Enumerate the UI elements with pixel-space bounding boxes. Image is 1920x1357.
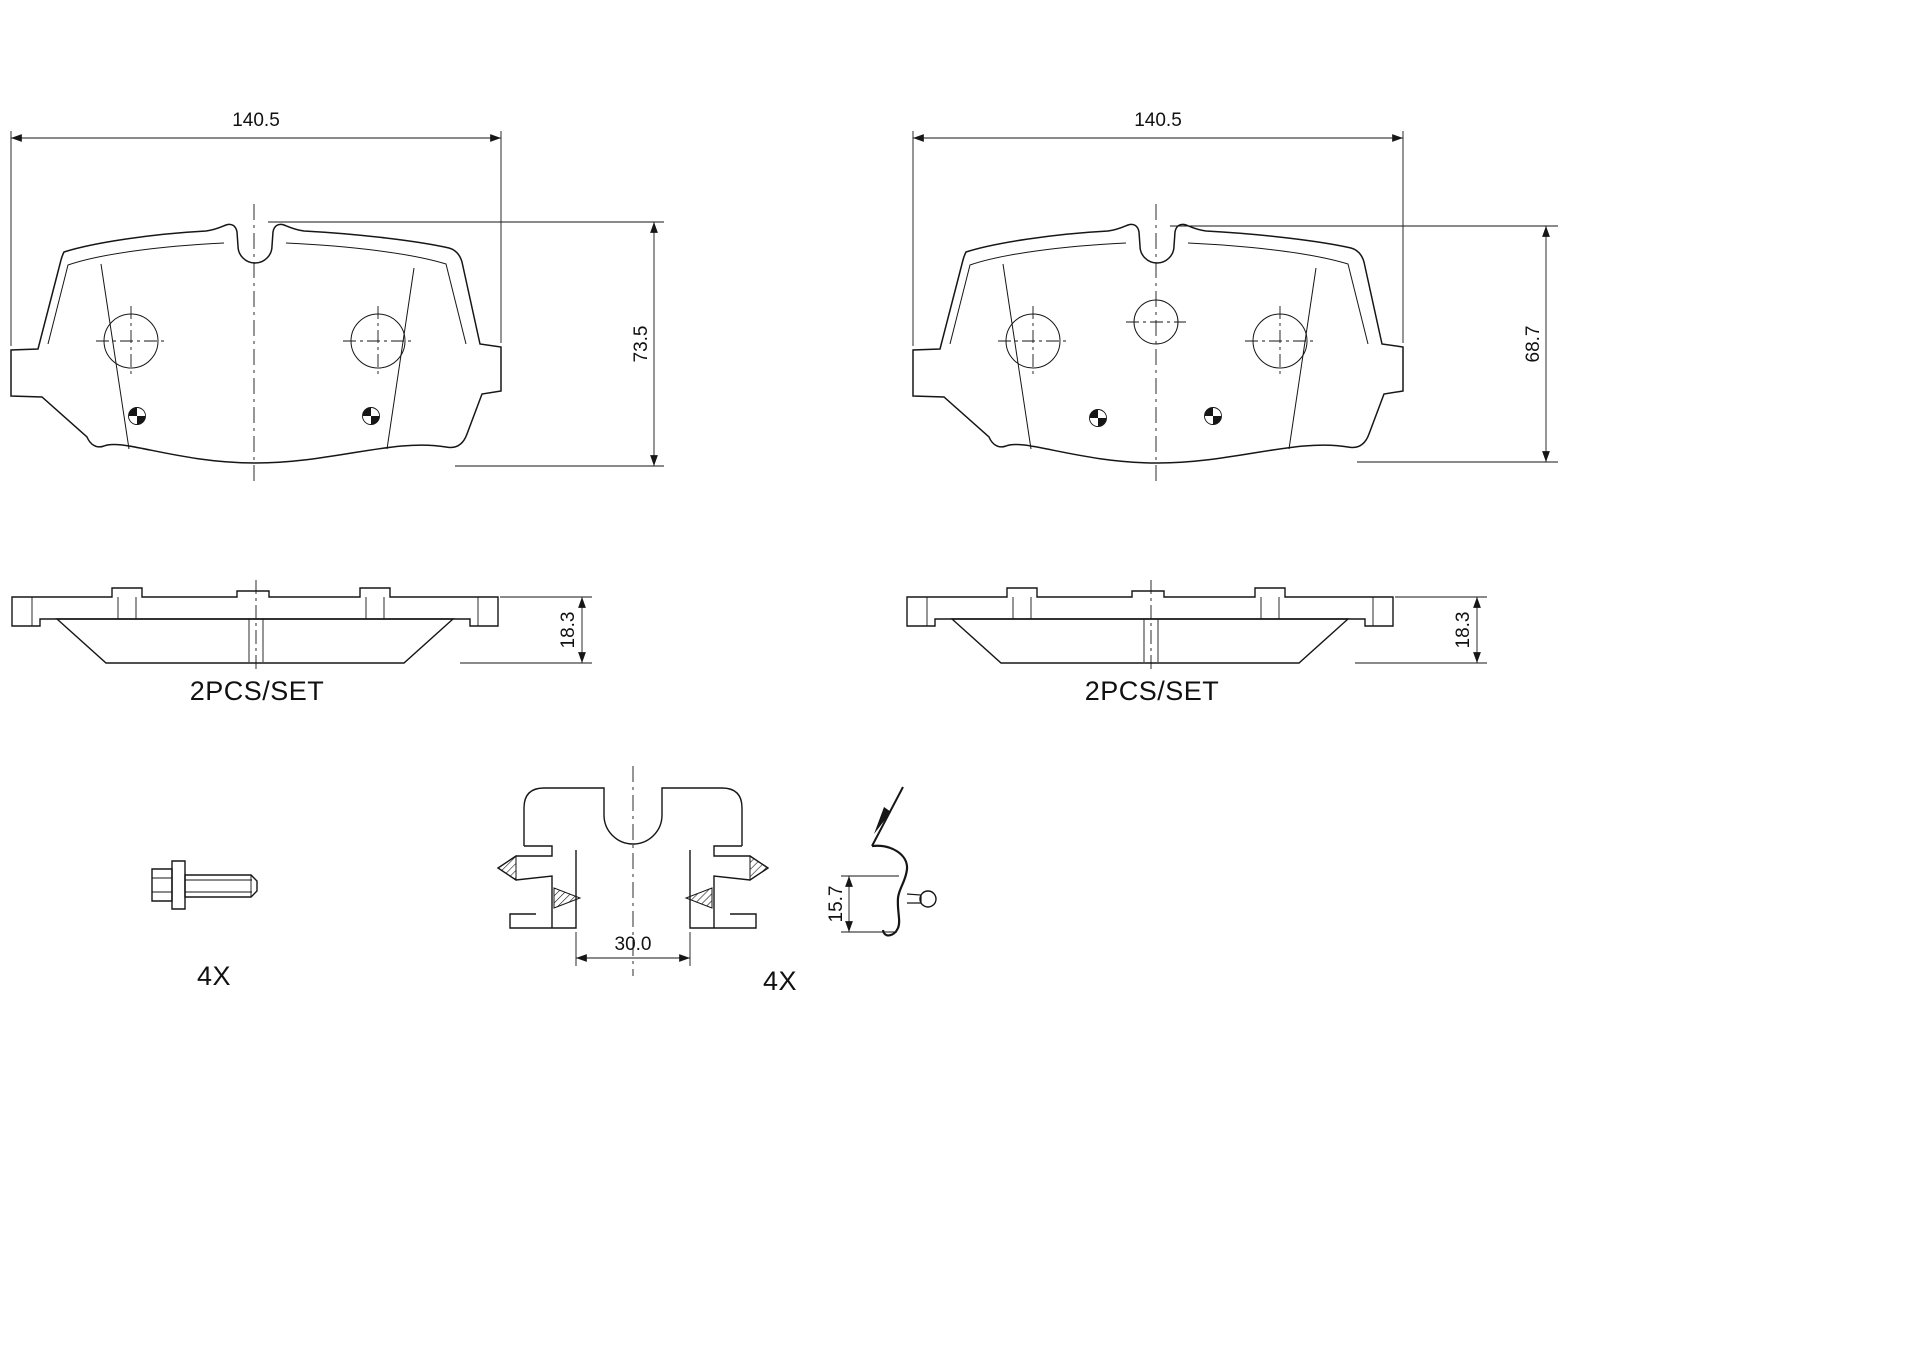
pad-inner-contour [949,242,1369,345]
spring-knob [919,890,937,908]
pad-front-right-view: 140.5 68.7 [912,110,1558,482]
dimension-value: 30.0 [615,934,652,955]
set-quantity-label: 2PCS/SET [190,676,325,706]
pad-outline [10,223,502,464]
friction-material-outline [55,618,455,664]
clip-inner-barb [684,887,713,909]
wear-indicator-mark [1204,407,1222,425]
dimension-clip-width: 30.0 [575,932,691,966]
clip-wing-barb [749,855,769,881]
set-quantity-label: 2PCS/SET [1085,676,1220,706]
dimension-value: 18.3 [1453,612,1474,649]
wear-indicator-mark [362,407,380,425]
spring-hook-body [871,844,909,937]
bolt-quantity-label: 4X [197,961,231,991]
hole-centerlines [998,306,1315,376]
clip-left-side [496,845,577,929]
bolt-head-outline [151,868,173,902]
extension-lines [841,875,899,933]
dimension-value: 15.7 [826,886,847,923]
dimension-width: 140.5 [912,110,1404,346]
spring-knob-stem [906,893,922,904]
friction-slot-lines [1143,619,1159,662]
bolt-shank-outline [184,874,258,898]
friction-edge-lines [1002,263,1317,450]
dimension-height: 68.7 [1170,225,1558,463]
extension-lines [268,221,664,467]
dimension-value: 140.5 [1134,110,1182,131]
clip-right-side [689,845,770,929]
dimension-spring-height: 15.7 [826,875,899,933]
pad-front-left-view: 140.5 73.5 [10,110,664,482]
bolt-view: 4X [151,860,258,991]
friction-slot-lines [248,619,264,662]
dimension-value: 140.5 [232,110,280,131]
plate-detail-lines [926,597,1374,626]
clip-top-outline [523,787,743,846]
pad-side-right-view: 18.3 2PCS/SET [906,580,1487,706]
hole-centerlines [96,306,413,376]
spring-arm-tip [874,807,891,834]
extension-lines [1355,596,1487,664]
backing-plate-outline [11,587,499,627]
spring-clip-view: 15.7 [826,786,937,937]
friction-edge-lines [100,263,415,450]
dimension-thickness: 18.3 [1355,596,1487,664]
pad-inner-contour [47,242,467,345]
dimension-width: 140.5 [10,110,502,346]
wear-indicator-mark [128,407,146,425]
backing-plate-outline [906,587,1394,627]
bolt-thread-lines [185,875,252,897]
clip-quantity-label: 4X [763,966,797,996]
dimension-value: 73.5 [631,326,652,363]
wear-indicator-mark [1089,409,1107,427]
extension-lines [10,131,502,346]
retainer-clip-view: 30.0 4X [496,766,797,996]
dimension-value: 68.7 [1523,326,1544,363]
friction-material-outline [950,618,1350,664]
dimension-height: 73.5 [268,221,664,467]
extension-lines [1170,225,1558,463]
plate-detail-lines [31,597,479,626]
bolt-flange-outline [171,860,186,910]
extension-lines [460,596,592,664]
pad-side-left-view: 18.3 2PCS/SET [11,580,592,706]
dimension-thickness: 18.3 [460,596,592,664]
bolt-head-facets [152,877,172,893]
extension-lines [912,131,1404,346]
clip-wing-barb [497,855,517,881]
pad-outline [912,223,1404,464]
dimension-value: 18.3 [558,612,579,649]
clip-inner-barb [553,887,582,909]
